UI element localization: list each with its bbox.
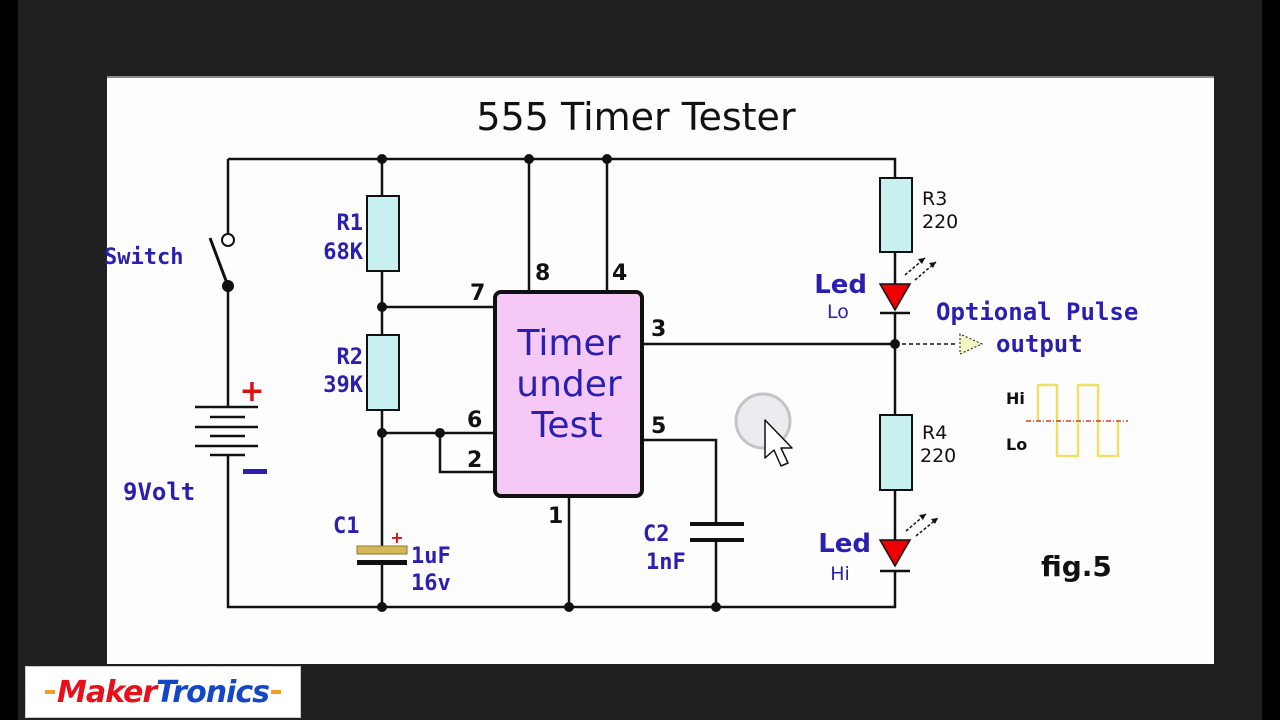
junction-dot [890, 339, 900, 349]
resistor-r3 [879, 177, 913, 253]
junction-dot [377, 302, 387, 312]
led-lo-symbol [878, 257, 937, 315]
logo-dash-left [45, 690, 55, 694]
square-waveform [1026, 383, 1128, 458]
wire-battery-bottom [226, 454, 897, 609]
capacitor-c1-positive-plate [356, 545, 408, 555]
battery-minus-sign [243, 469, 267, 474]
junction-dot [377, 154, 387, 164]
c2-value: 1nF [646, 550, 686, 575]
switch-symbol[interactable] [208, 233, 235, 292]
junction-dot [711, 602, 721, 612]
pin-5-label: 5 [651, 414, 666, 439]
r4-value: 220 [920, 445, 956, 467]
pin-1-label: 1 [548, 504, 563, 529]
junction-dot [564, 602, 574, 612]
schematic-panel [107, 76, 1214, 664]
led-hi-state: Hi [830, 563, 850, 585]
r3-value: 220 [922, 211, 958, 233]
c1-voltage: 16v [411, 571, 451, 596]
switch-open-contact [221, 233, 235, 247]
r2-name: R2 [337, 345, 364, 370]
junction-dot [377, 428, 387, 438]
capacitor-c2-plate-bottom [690, 538, 744, 542]
logo-dash-right [270, 690, 281, 694]
battery-symbol [195, 405, 258, 457]
r1-name: R1 [337, 211, 364, 236]
wire-pin2 [438, 433, 495, 474]
logo-text-tronics: Tronics [156, 674, 270, 710]
junction-dot [377, 602, 387, 612]
pulse-output-label-line2: output [996, 330, 1083, 358]
ic-text-line-1: Timer [517, 323, 621, 364]
pin-6-label: 6 [467, 408, 482, 433]
pin-7-label: 7 [470, 281, 485, 306]
battery-plus-sign: + [239, 374, 264, 409]
pulse-output-arrow-icon [959, 333, 984, 355]
pin-4-label: 4 [612, 261, 627, 286]
pulse-output-label-line1: Optional Pulse [936, 298, 1138, 326]
logo-text-maker: Maker [57, 674, 157, 710]
battery-label: 9Volt [123, 478, 195, 506]
resistor-r4 [879, 414, 913, 491]
switch-label: Switch [104, 245, 183, 270]
led-hi-symbol [878, 513, 939, 573]
junction-dot [602, 154, 612, 164]
video-frame [18, 0, 1262, 720]
pin-3-label: 3 [651, 317, 666, 342]
c1-name: C1 [333, 514, 360, 539]
resistor-r2 [366, 334, 400, 411]
junctions [377, 154, 900, 612]
ic-timer-under-test [493, 290, 644, 498]
mouse-pointer-icon [734, 392, 793, 467]
figure-label: fig.5 [1041, 550, 1112, 583]
led-lo-name: Led [814, 270, 867, 300]
r4-name: R4 [922, 422, 947, 444]
switch-lever [208, 237, 230, 287]
c1-value: 1uF [411, 544, 451, 569]
junction-dot [435, 428, 445, 438]
junction-dot [524, 154, 534, 164]
wire-pin5 [642, 438, 718, 525]
wire-top-rail [228, 157, 897, 178]
led-hi-name: Led [818, 529, 871, 559]
c2-name: C2 [643, 522, 670, 547]
capacitor-c1-negative-plate [357, 560, 407, 565]
pin-2-label: 2 [467, 448, 482, 473]
led-lo-state: Lo [827, 301, 849, 323]
waveform-lo-label: Lo [1006, 435, 1027, 454]
pin-8-label: 8 [535, 261, 550, 286]
ic-text-line-3: Test [531, 405, 603, 446]
ic-text-line-2: under [516, 364, 622, 405]
r3-name: R3 [922, 188, 947, 210]
r2-value: 39K [323, 373, 363, 398]
c1-polarity: + [390, 528, 403, 547]
capacitor-c2-plate-top [690, 522, 744, 526]
waveform-hi-label: Hi [1006, 389, 1025, 408]
resistor-r1 [366, 195, 400, 272]
makertronics-logo: Maker Tronics [25, 666, 301, 718]
diagram-title: 555 Timer Tester [476, 95, 796, 139]
r1-value: 68K [323, 240, 363, 265]
